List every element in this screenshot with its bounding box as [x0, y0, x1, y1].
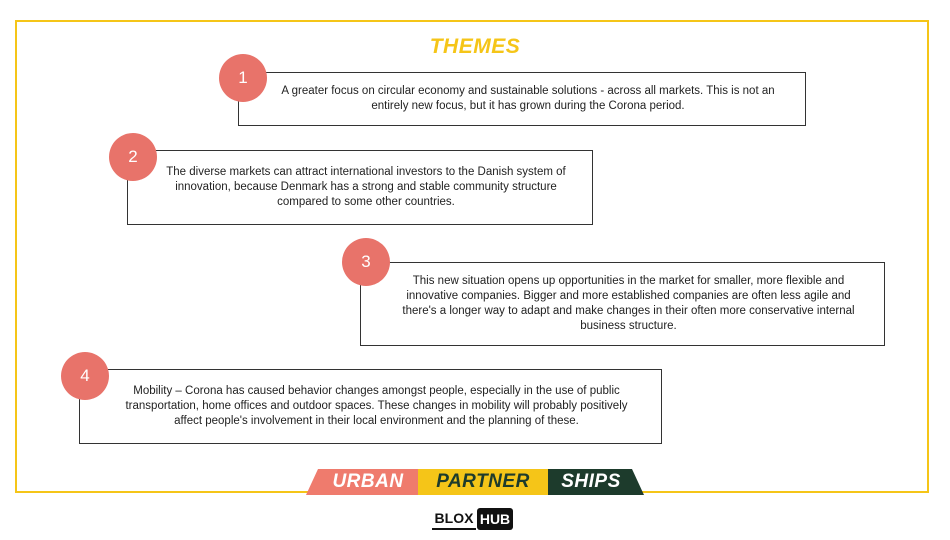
theme-text-1: A greater focus on circular economy and … [281, 85, 775, 112]
theme-card-3: This new situation opens up opportunitie… [360, 262, 885, 346]
banner-background [306, 469, 644, 495]
theme-card-4: Mobility – Corona has caused behavior ch… [79, 369, 662, 444]
theme-text-3: This new situation opens up opportunitie… [402, 275, 855, 332]
page-title: THEMES [429, 35, 521, 58]
banner-segment-coral [306, 469, 418, 495]
bloxhub-logo-hub: HUB [477, 508, 513, 530]
bloxhub-logo: BLOX HUB [432, 508, 516, 530]
theme-text-4: Mobility – Corona has caused behavior ch… [125, 385, 628, 427]
theme-text-2: The diverse markets can attract internat… [166, 166, 566, 208]
theme-number-badge-1: 1 [219, 54, 267, 102]
banner-segment-yellow [418, 469, 548, 495]
banner-text-partner: PARTNER [436, 471, 530, 492]
banner-text-urban: URBAN [332, 471, 404, 492]
urban-partnerships-banner: URBAN PARTNER SHIPS [306, 469, 644, 495]
banner-segment-green [548, 469, 644, 495]
bloxhub-logo-blox: BLOX [432, 508, 476, 530]
theme-card-1: A greater focus on circular economy and … [238, 72, 806, 126]
banner-text-ships: SHIPS [561, 471, 621, 492]
theme-number-badge-4: 4 [61, 352, 109, 400]
theme-card-2: The diverse markets can attract internat… [127, 150, 593, 225]
theme-number-badge-2: 2 [109, 133, 157, 181]
theme-number-badge-3: 3 [342, 238, 390, 286]
